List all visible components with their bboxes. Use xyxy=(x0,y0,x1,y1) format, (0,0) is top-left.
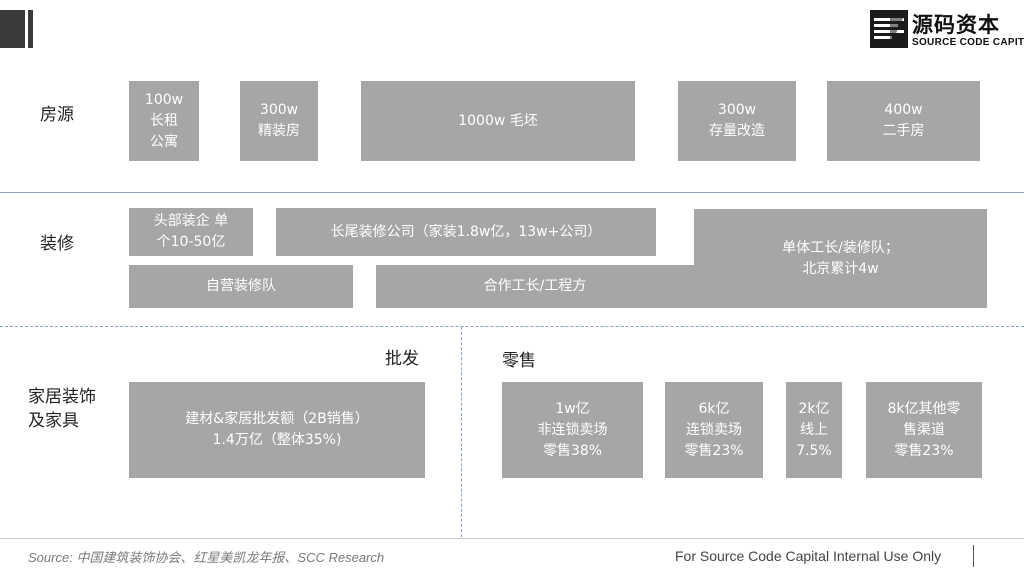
header-accent-block xyxy=(0,10,25,48)
retail-box-non-chain-stores: 1w亿 非连锁卖场 零售38% xyxy=(502,382,643,478)
logo-mark-icon xyxy=(870,10,908,48)
row-divider-2 xyxy=(0,326,1024,327)
renovation-box-independent-foremen: 单体工长/装修队； 北京累计4w xyxy=(694,209,987,308)
housing-box-rental-apartments: 100w 长租 公寓 xyxy=(129,81,199,161)
wholesale-retail-divider xyxy=(461,327,462,537)
retail-box-chain-stores: 6k亿 连锁卖场 零售23% xyxy=(665,382,763,478)
retail-box-other-channels: 8k亿其他零 售渠道 零售23% xyxy=(866,382,982,478)
header-accent-line xyxy=(28,10,33,48)
renovation-box-partner-foremen: 合作工长/工程方 xyxy=(376,265,694,308)
row-label-furnishing: 家居装饰 及家具 xyxy=(28,387,96,431)
footer-bar xyxy=(973,545,974,567)
housing-box-second-hand: 400w 二手房 xyxy=(827,81,980,161)
housing-box-bare-shell: 1000w 毛坯 xyxy=(361,81,635,161)
renovation-box-long-tail-firms: 长尾装修公司（家装1.8w亿，13w+公司） xyxy=(276,208,656,256)
renovation-box-in-house-teams: 自营装修队 xyxy=(129,265,353,308)
retail-heading: 零售 xyxy=(502,351,536,371)
housing-box-fitted-homes: 300w 精装房 xyxy=(240,81,318,161)
renovation-box-leading-firms: 头部装企 单 个10-50亿 xyxy=(129,208,253,256)
footer-confidentiality-note: For Source Code Capital Internal Use Onl… xyxy=(675,548,942,564)
logo-subtitle: SOURCE CODE CAPITAL xyxy=(912,37,1024,48)
row-divider-1 xyxy=(0,192,1024,193)
retail-box-online: 2k亿 线上 7.5% xyxy=(786,382,842,478)
row-label-housing: 房源 xyxy=(40,105,74,125)
wholesale-heading: 批发 xyxy=(385,349,419,369)
row-label-renovation: 装修 xyxy=(40,234,74,254)
logo-name: 源码资本 xyxy=(912,12,1000,37)
source-code-capital-logo: 源码资本 SOURCE CODE CAPITAL xyxy=(870,10,1024,50)
footer-divider xyxy=(0,538,1024,539)
wholesale-box: 建材&家居批发额（2B销售） 1.4万亿（整体35%) xyxy=(129,382,425,478)
housing-box-stock-renovation: 300w 存量改造 xyxy=(678,81,796,161)
footer-source: Source: 中国建筑装饰协会、红星美凯龙年报、SCC Research xyxy=(28,550,385,565)
